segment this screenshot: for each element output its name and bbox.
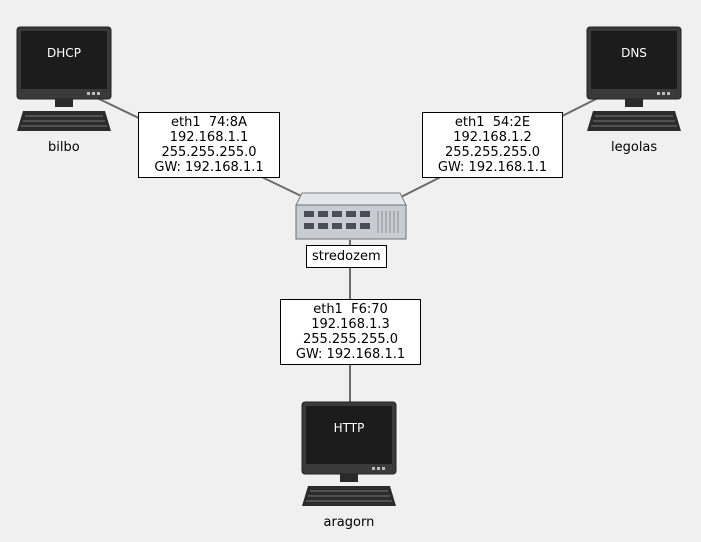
iface-name: eth1 F6:70: [313, 302, 388, 317]
iface-ip: 192.168.1.3: [311, 317, 390, 332]
monitor-stand: [625, 99, 643, 107]
service-label-bilbo: DHCP: [47, 46, 81, 60]
iface-gw: GW: 192.168.1.1: [437, 160, 548, 175]
monitor-screen: [306, 406, 392, 464]
iface-name: eth1 74:8A: [171, 115, 247, 130]
iface-gw: GW: 192.168.1.1: [154, 160, 264, 175]
hostname-legolas: legolas: [611, 140, 658, 155]
iface-mask: 255.255.255.0: [161, 145, 257, 160]
monitor-stand: [55, 99, 73, 107]
switch-icon[interactable]: [295, 192, 407, 240]
interface-label-bilbo: eth1 74:8A 192.168.1.1 255.255.255.0 GW:…: [138, 112, 280, 178]
monitor-stand: [340, 474, 358, 482]
iface-ip: 192.168.1.1: [169, 130, 249, 145]
hostname-aragorn: aragorn: [323, 515, 375, 530]
interface-label-aragorn: eth1 F6:70 192.168.1.3 255.255.255.0 GW:…: [280, 299, 421, 365]
service-label-aragorn: HTTP: [334, 421, 365, 435]
iface-gw: GW: 192.168.1.1: [295, 347, 406, 362]
monitor-screen: [21, 31, 107, 89]
computer-aragorn[interactable]: HTTP: [301, 401, 397, 506]
iface-name: eth1 54:2E: [454, 115, 531, 130]
switch-top: [295, 192, 407, 206]
iface-mask: 255.255.255.0: [444, 145, 541, 160]
computer-bilbo[interactable]: DHCP: [16, 26, 112, 131]
computer-legolas[interactable]: DNS: [586, 26, 682, 131]
iface-mask: 255.255.255.0: [302, 332, 399, 347]
switch-body: [295, 204, 407, 240]
hostname-bilbo: bilbo: [48, 140, 80, 155]
monitor-screen: [591, 31, 677, 89]
interface-label-legolas: eth1 54:2E 192.168.1.2 255.255.255.0 GW:…: [422, 112, 563, 178]
service-label-legolas: DNS: [621, 46, 647, 60]
iface-ip: 192.168.1.2: [453, 130, 532, 145]
switch-name-label: stredozem: [306, 245, 387, 268]
